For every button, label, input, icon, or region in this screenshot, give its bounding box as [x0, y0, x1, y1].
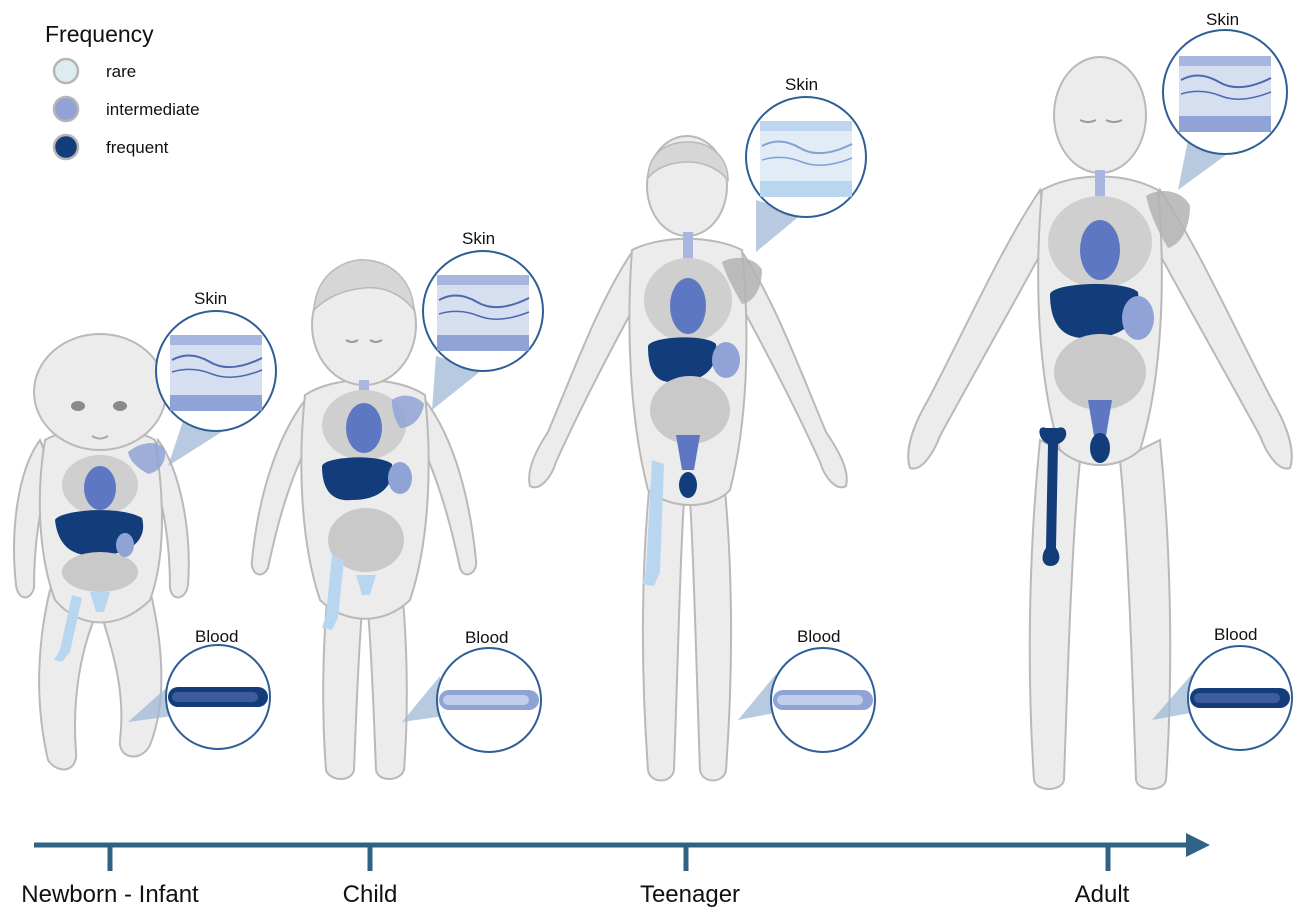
- infant-intestines: [62, 552, 138, 592]
- child-spleen: [388, 462, 412, 494]
- teen-left-arm: [529, 252, 640, 487]
- skin-fat-layer: [437, 335, 529, 351]
- skin-section-teen: [760, 121, 852, 197]
- timeline-axis: Newborn - Infant Child Teenager Adult: [21, 833, 1210, 908]
- legend-item-intermediate: intermediate: [54, 97, 200, 121]
- adult-left-arm: [908, 190, 1048, 469]
- skin-label-child: Skin: [462, 229, 495, 248]
- legend-label-intermediate: intermediate: [106, 100, 200, 119]
- legend-swatch-frequent: [54, 135, 78, 159]
- legend-label-rare: rare: [106, 62, 136, 81]
- callout-skin-child: Skin: [423, 229, 543, 410]
- legend-swatch-intermediate: [54, 97, 78, 121]
- blood-lumen: [443, 695, 529, 705]
- legend-label-frequent: frequent: [106, 138, 169, 157]
- adult-heart: [1080, 220, 1120, 280]
- stage-label-newborn-infant: Newborn - Infant: [21, 881, 199, 908]
- callout-skin-adult: Skin: [1163, 10, 1287, 190]
- callout-skin-infant: Skin: [156, 289, 276, 466]
- callout-blood-teen: Blood: [738, 627, 875, 752]
- infant-right-eye: [113, 401, 127, 411]
- adult-reproductive: [1090, 433, 1110, 463]
- callout-skin-teen: Skin: [746, 75, 866, 252]
- skin-fat-layer: [1179, 116, 1271, 132]
- infant-left-eye: [71, 401, 85, 411]
- skin-epidermis: [1179, 56, 1271, 66]
- teen-heart: [670, 278, 706, 334]
- legend: Frequency rare intermediate frequent: [45, 21, 200, 159]
- skin-fat-layer: [170, 395, 262, 411]
- adult-right-leg: [1120, 440, 1170, 789]
- stage-label-adult: Adult: [1075, 881, 1130, 908]
- skin-fat-layer: [760, 181, 852, 197]
- adult-head: [1054, 57, 1146, 173]
- callout-blood-adult: Blood: [1152, 625, 1292, 750]
- blood-label-adult: Blood: [1214, 625, 1257, 644]
- skin-label-teen: Skin: [785, 75, 818, 94]
- blood-lumen: [777, 695, 863, 705]
- blood-lumen: [172, 692, 258, 702]
- infant-heart: [84, 466, 116, 510]
- skin-section-infant: [170, 335, 262, 411]
- legend-item-frequent: frequent: [54, 135, 169, 159]
- adult-intestines: [1054, 334, 1146, 410]
- teen-right-leg: [690, 480, 731, 781]
- legend-item-rare: rare: [54, 59, 136, 83]
- blood-label-teen: Blood: [797, 627, 840, 646]
- skin-section-adult: [1179, 56, 1271, 132]
- adult-spleen: [1122, 296, 1154, 340]
- stage-label-child: Child: [343, 881, 398, 908]
- teen-spleen: [712, 342, 740, 378]
- callout-blood-child: Blood: [402, 628, 541, 752]
- blood-lumen: [1194, 693, 1280, 703]
- infant-head: [34, 334, 166, 450]
- legend-swatch-rare: [54, 59, 78, 83]
- teen-reproductive: [679, 472, 697, 498]
- skin-label-infant: Skin: [194, 289, 227, 308]
- legend-title: Frequency: [45, 21, 154, 47]
- blood-label-child: Blood: [465, 628, 508, 647]
- stage-label-teenager: Teenager: [640, 881, 740, 908]
- blood-label-infant: Blood: [195, 627, 238, 646]
- skin-section-child: [437, 275, 529, 351]
- child-heart: [346, 403, 382, 453]
- timeline-arrowhead: [1186, 833, 1210, 857]
- teen-intestines: [650, 376, 730, 444]
- skin-label-adult: Skin: [1206, 10, 1239, 29]
- skin-epidermis: [437, 275, 529, 285]
- skin-epidermis: [170, 335, 262, 345]
- skin-epidermis: [760, 121, 852, 131]
- infant-kidney: [116, 533, 134, 557]
